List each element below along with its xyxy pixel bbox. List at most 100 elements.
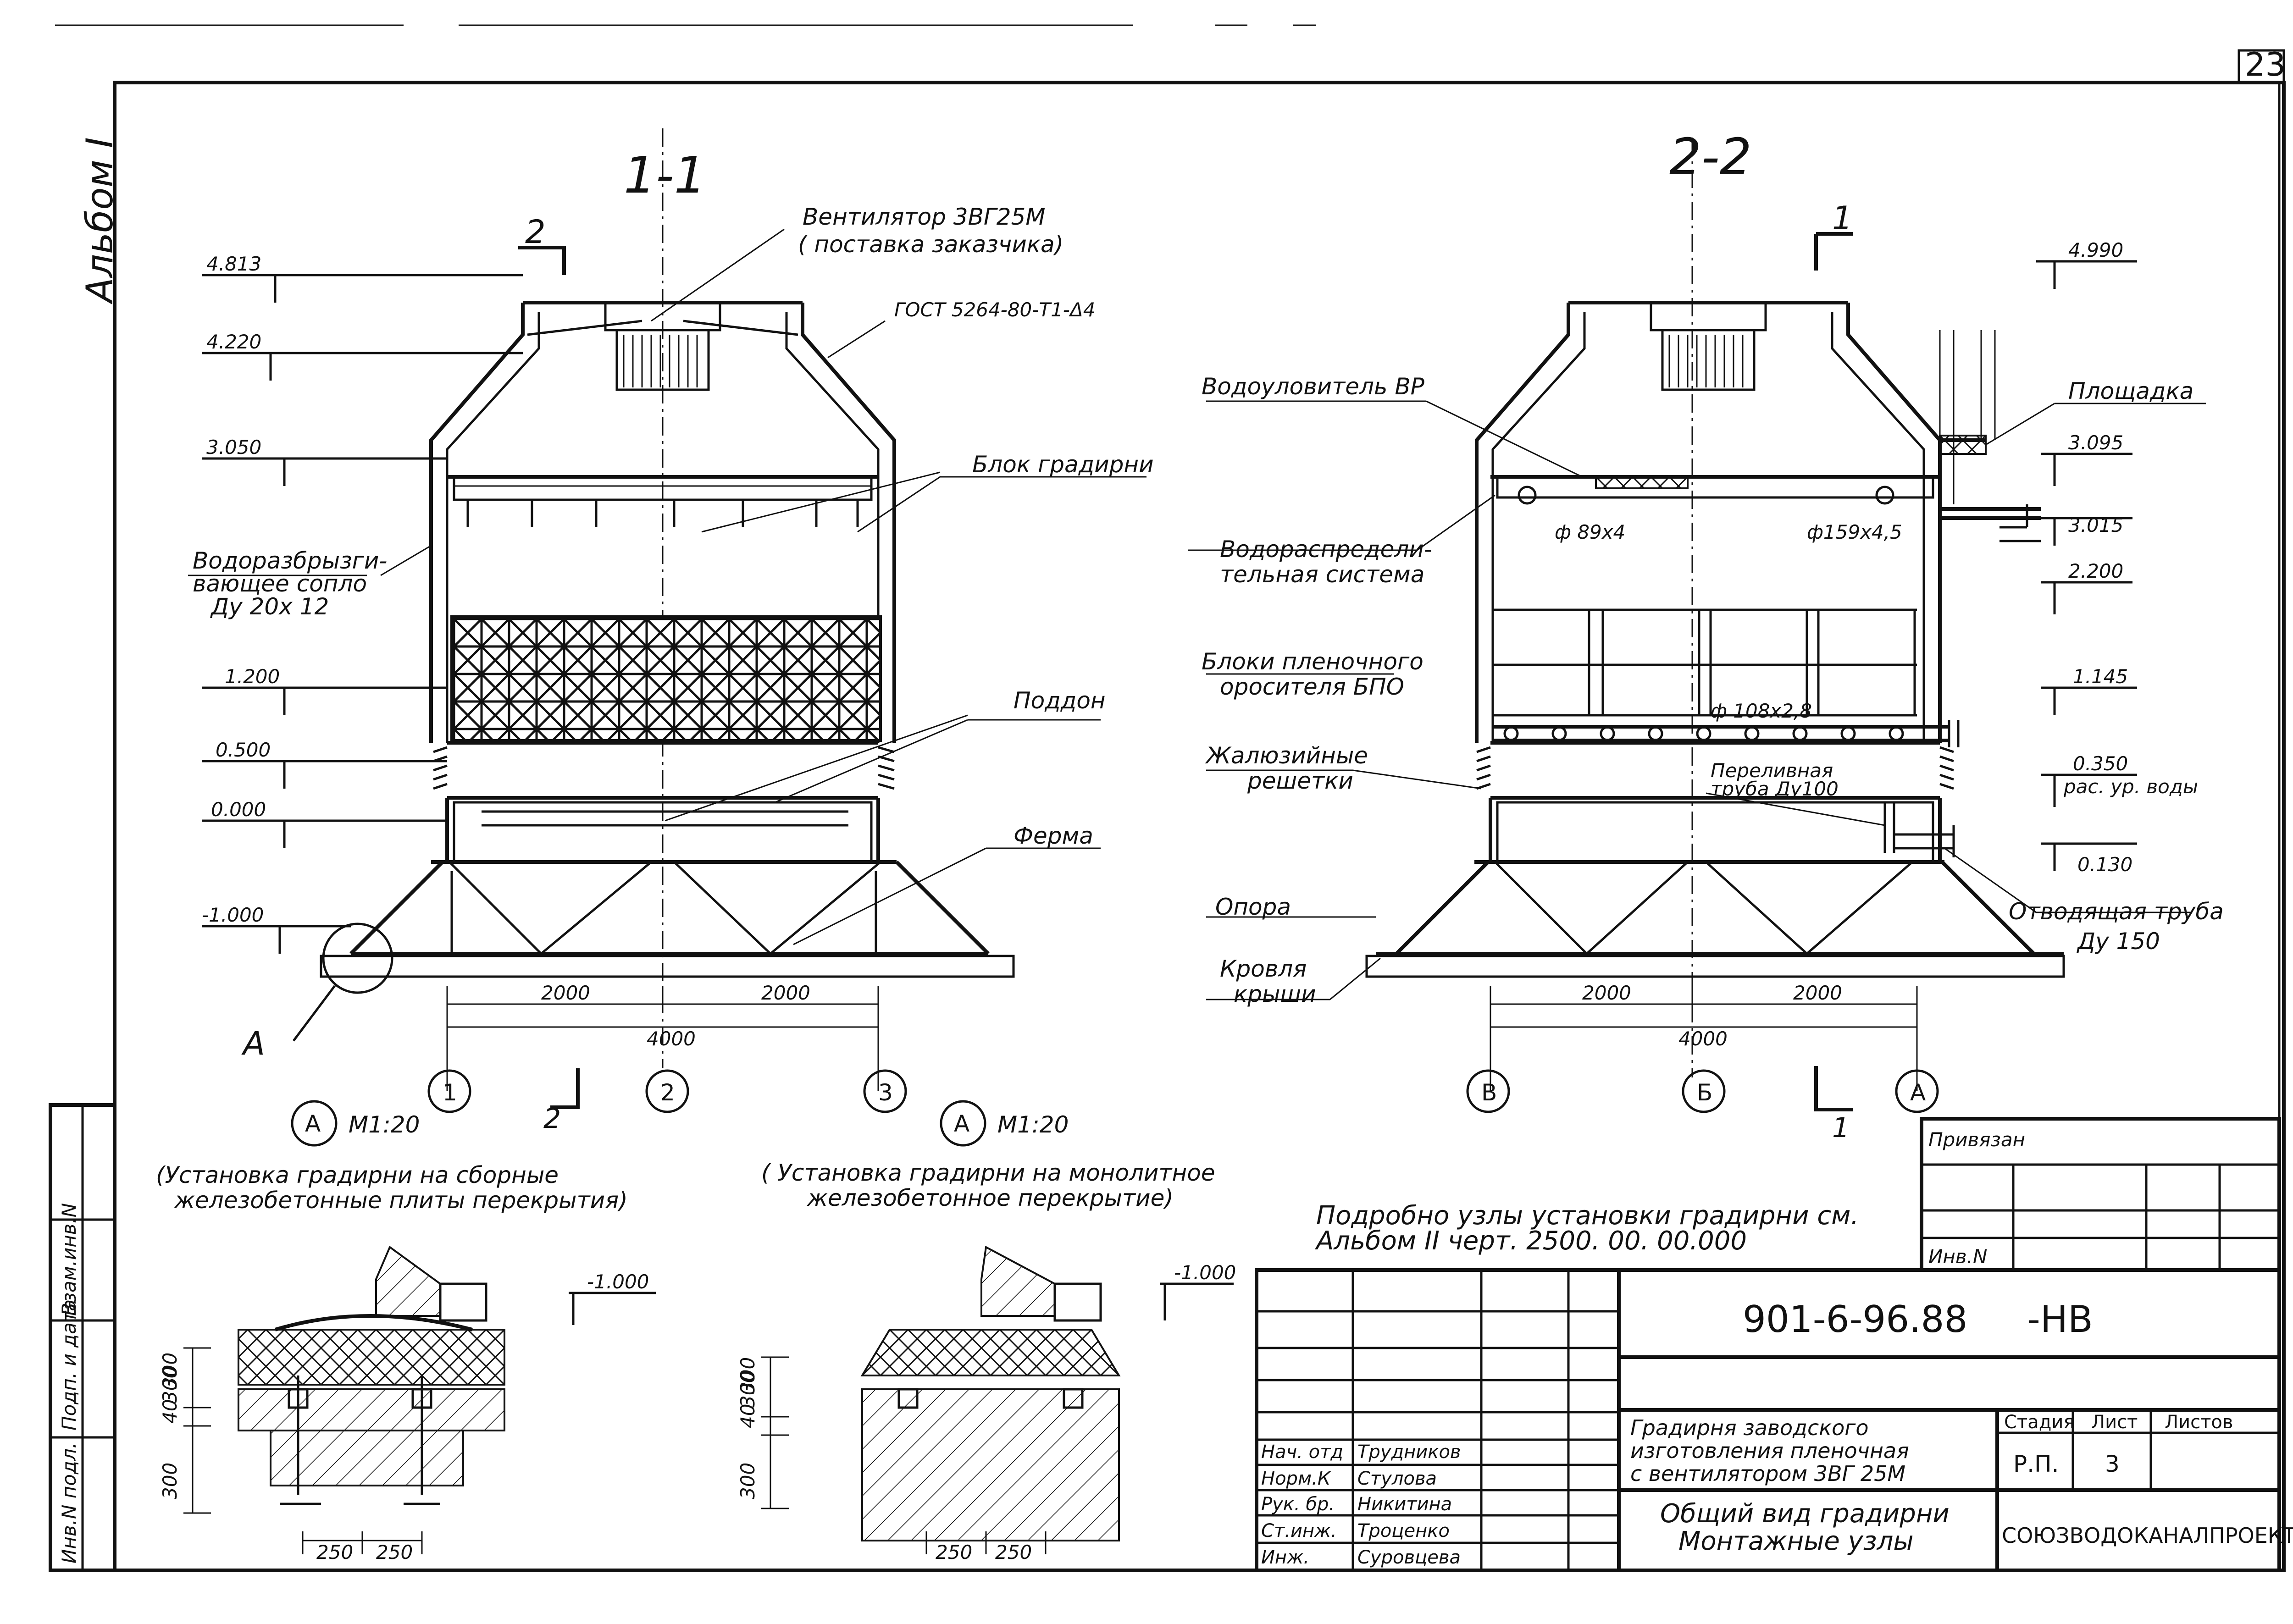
detail-2-dim-v4: 300 bbox=[737, 1463, 759, 1499]
detail-1-caption-2: железобетонные плиты перекрытия) bbox=[174, 1187, 628, 1214]
stamp-vzam: Взам.инв.N bbox=[58, 1203, 80, 1316]
tb-stage: Р.П. bbox=[2013, 1451, 2059, 1477]
detail-1-level: -1.000 bbox=[587, 1270, 649, 1293]
gost-label: ГОСТ 5264-80-Т1-Δ4 bbox=[894, 298, 1095, 321]
level-0500: 0.500 bbox=[216, 739, 271, 761]
nozzle-label-2: вающее сопло bbox=[193, 570, 367, 597]
level-2200: 2.200 bbox=[2068, 560, 2123, 582]
tb-name-5: Суровцева bbox=[1357, 1547, 1461, 1568]
level-m1000: -1.000 bbox=[202, 904, 264, 926]
section-2-2 bbox=[1188, 138, 2206, 1113]
cut-mark-1-top: 1 bbox=[1832, 199, 1853, 237]
tb-desc-1: Градирня заводского bbox=[1630, 1415, 1869, 1440]
detail-2-caption-1: ( Установка градирни на монолитное bbox=[761, 1160, 1215, 1186]
dim-span-2: 2000 bbox=[761, 982, 810, 1004]
detail-2-caption-2: железобетонное перекрытие) bbox=[807, 1185, 1174, 1211]
dim-span-1-right: 2000 bbox=[1582, 982, 1631, 1004]
level-0350: 0.350 bbox=[2073, 752, 2128, 775]
axis-2: 2 bbox=[660, 1079, 675, 1106]
roof-label-1: Кровля bbox=[1220, 956, 1307, 982]
tb-sheets-h: Листов bbox=[2165, 1412, 2233, 1433]
tray-label: Поддон bbox=[1014, 687, 1106, 714]
tb-desc-3: с вентилятором 3ВГ 25М bbox=[1630, 1461, 1905, 1486]
title-block bbox=[1255, 1268, 2281, 1572]
sheet-frame bbox=[113, 81, 2286, 1572]
level-1145: 1.145 bbox=[2073, 665, 2128, 688]
axis-1: 1 bbox=[443, 1079, 457, 1106]
detail-1-dim-h1: 250 bbox=[316, 1541, 353, 1563]
node-a-label: А bbox=[241, 1025, 265, 1062]
tb-name-4: Троценко bbox=[1357, 1520, 1450, 1541]
level-4220: 4.220 bbox=[206, 331, 261, 353]
louvers-label-1: Жалюзийные bbox=[1205, 742, 1368, 769]
tb-suffix: -НВ bbox=[2027, 1298, 2093, 1341]
detail-2-dim-v1: 300 bbox=[737, 1371, 759, 1408]
tb-org: СОЮЗВОДОКАНАЛПРОЕКТ bbox=[2002, 1523, 2293, 1548]
detail-1-dim-v1: 300 bbox=[159, 1366, 181, 1403]
detail-1-dim-v3: 300 bbox=[159, 1353, 181, 1389]
stamp-inv-podl: Инв.N подл. bbox=[58, 1442, 80, 1563]
section-2-2-title: 2-2 bbox=[1669, 127, 1752, 186]
dim-total: 4000 bbox=[647, 1027, 696, 1050]
level-0130: 0.130 bbox=[2077, 853, 2132, 876]
overflow-label-2: труба Ду100 bbox=[1711, 778, 1839, 800]
tb-stage-h: Стадия bbox=[2004, 1412, 2074, 1433]
binding-title: Привязан bbox=[1928, 1128, 2025, 1151]
level-1200: 1.200 bbox=[225, 665, 280, 688]
detail-2-dim-v3: 300 bbox=[737, 1357, 759, 1394]
stamp-podp: Подп. и дата bbox=[58, 1299, 80, 1431]
outlet-label-1: Отводящая труба bbox=[2009, 898, 2224, 925]
tb-sheet-h: Лист bbox=[2091, 1412, 2138, 1433]
roof-label-2: крыши bbox=[1234, 981, 1316, 1007]
fan-label: Вентилятор 3ВГ25М bbox=[803, 204, 1046, 230]
detail-1-dim-v2: 40 bbox=[159, 1399, 181, 1424]
drop-eliminator-label: Водоуловитель ВР bbox=[1202, 373, 1425, 400]
detail-1-dim-v4: 300 bbox=[159, 1463, 181, 1499]
detail-1-dim-h2: 250 bbox=[376, 1541, 413, 1563]
detail-2-dim-v2: 40 bbox=[737, 1404, 759, 1428]
nozzle-label-1: Водоразбрызги- bbox=[193, 547, 387, 574]
level-4990: 4.990 bbox=[2068, 239, 2123, 261]
sheet-number: 23 bbox=[2245, 46, 2286, 83]
tb-role-2: Норм.К bbox=[1261, 1468, 1331, 1489]
overflow-label-1: Переливная bbox=[1711, 759, 1833, 782]
nozzle-label-3: Ду 20х 12 bbox=[210, 593, 329, 620]
axis-a: А bbox=[1910, 1079, 1926, 1106]
level-3095: 3.095 bbox=[2068, 431, 2123, 454]
tb-role-1: Нач. отд bbox=[1261, 1442, 1343, 1463]
dim-total-right: 4000 bbox=[1678, 1027, 1728, 1050]
blocks-label-2: оросителя БПО bbox=[1220, 674, 1404, 700]
louvers-label-2: решетки bbox=[1247, 768, 1353, 794]
blocks-label-1: Блоки пленочного bbox=[1202, 648, 1423, 675]
outlet-label-2: Ду 150 bbox=[2077, 928, 2160, 955]
detail-1-caption-1: (Установка градирни на сборные bbox=[156, 1162, 559, 1188]
cut-mark-1-bottom: 1 bbox=[1832, 1112, 1850, 1144]
dim-span-2-right: 2000 bbox=[1793, 982, 1842, 1004]
tb-name-1: Трудников bbox=[1357, 1442, 1461, 1463]
pipe2-label: ф159х4,5 bbox=[1807, 521, 1902, 543]
fan-note: ( поставка заказчика) bbox=[798, 231, 1063, 258]
tb-role-5: Инж. bbox=[1261, 1547, 1309, 1568]
detail-a-right bbox=[761, 1100, 1234, 1554]
detail-1-scale: М1:20 bbox=[349, 1111, 420, 1138]
binding-inv: Инв.N bbox=[1928, 1245, 1987, 1268]
tb-name-3: Никитина bbox=[1357, 1494, 1452, 1515]
detail-2-scale: М1:20 bbox=[997, 1111, 1069, 1138]
detail-2-dim-h1: 250 bbox=[936, 1541, 972, 1563]
detail-2-mark: А bbox=[954, 1110, 969, 1137]
water-level-label: рас. ур. воды bbox=[2063, 775, 2198, 798]
level-0000: 0.000 bbox=[211, 798, 266, 821]
detail-1-mark: А bbox=[305, 1110, 321, 1137]
cut-mark-2-bottom: 2 bbox=[543, 1103, 561, 1135]
note-line-2: Альбом II черт. 2500. 00. 00.000 bbox=[1315, 1226, 1747, 1256]
pipe3-label: ф 108х2,8 bbox=[1711, 700, 1812, 722]
tb-desc-2: изготовления пленочная bbox=[1630, 1438, 1909, 1463]
tb-sheet: 3 bbox=[2105, 1451, 2120, 1477]
side-stamp bbox=[49, 1103, 116, 1572]
axis-b: Б bbox=[1697, 1079, 1712, 1106]
pipe1-label: ф 89х4 bbox=[1555, 521, 1625, 543]
tb-sheet-title-1: Общий вид градирни bbox=[1660, 1499, 1950, 1529]
axis-3: 3 bbox=[878, 1079, 893, 1106]
tb-role-3: Рук. бр. bbox=[1261, 1494, 1335, 1515]
